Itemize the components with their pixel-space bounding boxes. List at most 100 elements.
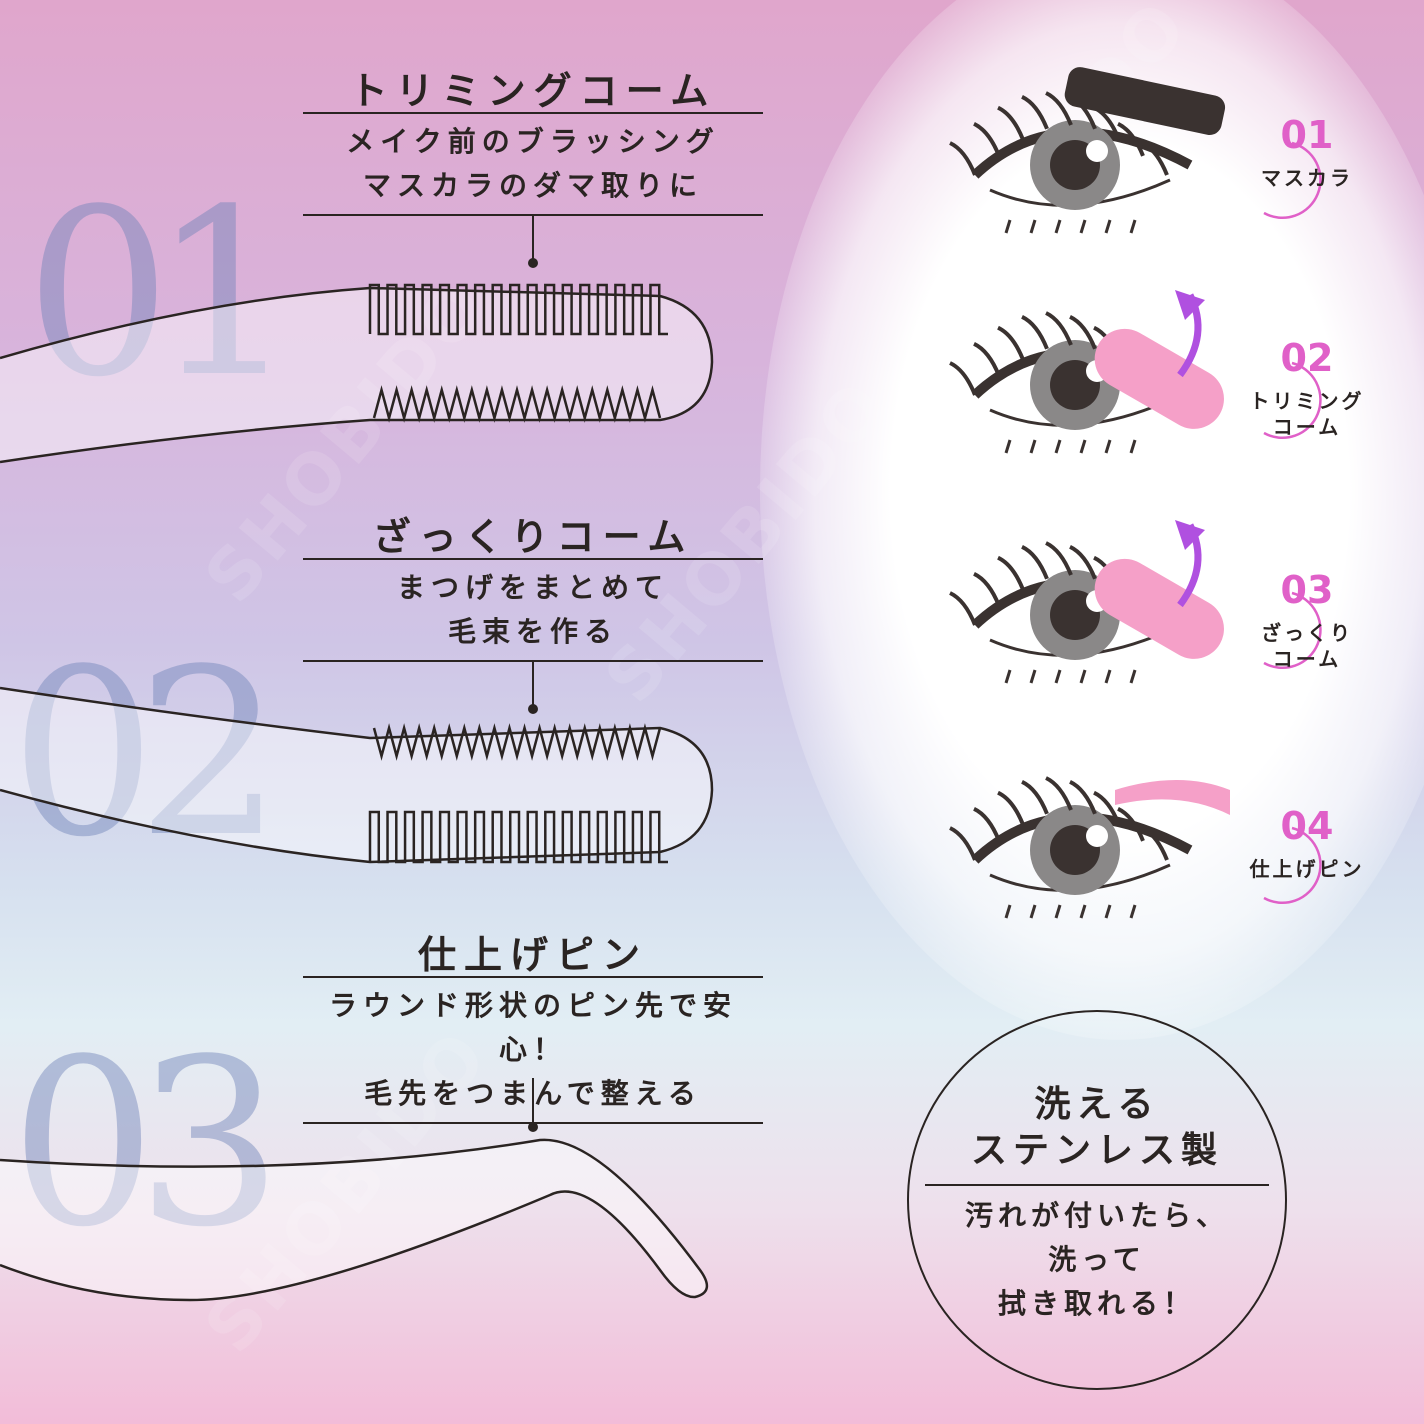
lower-lash — [1129, 669, 1137, 684]
lower-lash — [1054, 904, 1062, 919]
comb-teeth-zigzag — [372, 723, 662, 761]
washable-badge: 洗える ステンレス製 汚れが付いたら、 洗って 拭き取れる！ — [907, 1010, 1287, 1390]
eyelash — [1069, 314, 1097, 350]
lower-lash — [1004, 669, 1012, 684]
lower-lash — [1079, 439, 1087, 454]
arrow-head-icon — [1175, 290, 1205, 320]
comb-teeth-square — [368, 810, 668, 864]
eyelash — [1045, 91, 1073, 126]
eyelash — [1141, 141, 1169, 176]
comb-icon — [1094, 328, 1224, 429]
eyelash — [1021, 94, 1049, 130]
lower-lash — [1129, 439, 1137, 454]
eyelash — [949, 826, 977, 861]
leader-dot — [528, 1122, 538, 1132]
step-number-bubble — [1263, 826, 1322, 905]
section-description: メイク前のブラッシングマスカラのダマ取りに — [346, 125, 720, 202]
leader-line — [532, 660, 534, 706]
lower-lash — [1054, 219, 1062, 234]
lower-lash — [1104, 439, 1112, 454]
step-03: 03 ざっくりコーム — [1232, 560, 1382, 672]
eyelash — [973, 122, 1001, 157]
eyelash — [1021, 314, 1049, 350]
eyelash — [997, 105, 1025, 141]
eyelash — [997, 790, 1025, 826]
section-rough-comb: ざっくりコーム まつげをまとめて毛束を作る — [303, 506, 763, 662]
step-number: 01 — [1280, 113, 1334, 157]
lower-lash — [1029, 669, 1037, 684]
comb-icon — [1094, 558, 1224, 659]
step-number: 04 — [1280, 804, 1334, 848]
lower-lash — [1054, 439, 1062, 454]
leader-dot — [528, 258, 538, 268]
eyelash — [1141, 826, 1169, 861]
eyelash — [1117, 807, 1145, 842]
divider — [303, 112, 763, 114]
rough-comb-tool — [0, 686, 714, 864]
eyelash — [949, 141, 977, 176]
step-number: 03 — [1280, 568, 1334, 612]
section-description: まつげをまとめて毛束を作る — [396, 571, 669, 648]
eyelash — [1045, 776, 1073, 811]
arrow-head-icon — [1175, 520, 1205, 550]
mascara-brush-icon — [1064, 67, 1226, 136]
step-01: 01 マスカラ — [1232, 105, 1382, 191]
lower-lash — [1029, 439, 1037, 454]
lower-lash — [1079, 219, 1087, 234]
finishing-pin-tool — [0, 1138, 709, 1302]
leader-dot — [528, 704, 538, 714]
lower-lash — [1054, 669, 1062, 684]
eyelash — [1021, 544, 1049, 580]
lower-lash — [1029, 904, 1037, 919]
divider — [303, 558, 763, 560]
eyelash — [1045, 311, 1073, 346]
lower-lash — [1129, 219, 1137, 234]
lower-lash — [1079, 904, 1087, 919]
step-04: 04 仕上げピン — [1232, 796, 1382, 882]
comb-teeth-square — [368, 283, 668, 336]
eye-highlight — [1086, 825, 1108, 847]
step-number: 02 — [1280, 336, 1334, 380]
section-number-02: 02 — [10, 640, 283, 870]
step-number-bubble — [1263, 361, 1322, 440]
section-title: トリミングコーム — [349, 69, 717, 113]
lower-lash — [1029, 219, 1037, 234]
lower-lash — [1004, 219, 1012, 234]
lower-lash — [1104, 219, 1112, 234]
eyelash — [1069, 544, 1097, 580]
eyelash — [973, 342, 1001, 377]
section-trimming-comb: トリミングコーム メイク前のブラッシングマスカラのダマ取りに — [303, 60, 763, 216]
eyelash — [1045, 541, 1073, 576]
eyelash — [949, 361, 977, 396]
eye-highlight — [1086, 140, 1108, 162]
step-number-bubble — [1263, 591, 1322, 670]
divider — [303, 976, 763, 978]
eyelash — [997, 555, 1025, 591]
section-title: ざっくりコーム — [372, 515, 694, 559]
leader-line — [532, 1078, 534, 1124]
lower-lash — [1129, 904, 1137, 919]
lower-lash — [1004, 439, 1012, 454]
section-number-01: 01 — [25, 161, 298, 428]
eyelash — [1117, 122, 1145, 157]
eyelash — [1093, 790, 1121, 826]
eyelash — [1069, 779, 1097, 815]
section-description: ラウンド形状のピン先で安心！毛先をつまんで整える — [328, 989, 737, 1110]
eyelash — [973, 807, 1001, 842]
lower-lash — [1104, 669, 1112, 684]
lower-lash — [1004, 904, 1012, 919]
lower-lash — [1104, 904, 1112, 919]
eyelash — [997, 325, 1025, 361]
leader-line — [532, 214, 534, 260]
eyelash — [1021, 779, 1049, 815]
section-number-03: 03 — [10, 1011, 283, 1278]
section-title: 仕上げピン — [417, 933, 648, 977]
trimming-comb-tool — [0, 286, 714, 464]
comb-teeth-zigzag — [372, 385, 662, 423]
eyelash — [973, 572, 1001, 607]
lower-lash — [1079, 669, 1087, 684]
step-number-bubble — [1263, 141, 1322, 220]
pin-icon — [1115, 780, 1230, 815]
